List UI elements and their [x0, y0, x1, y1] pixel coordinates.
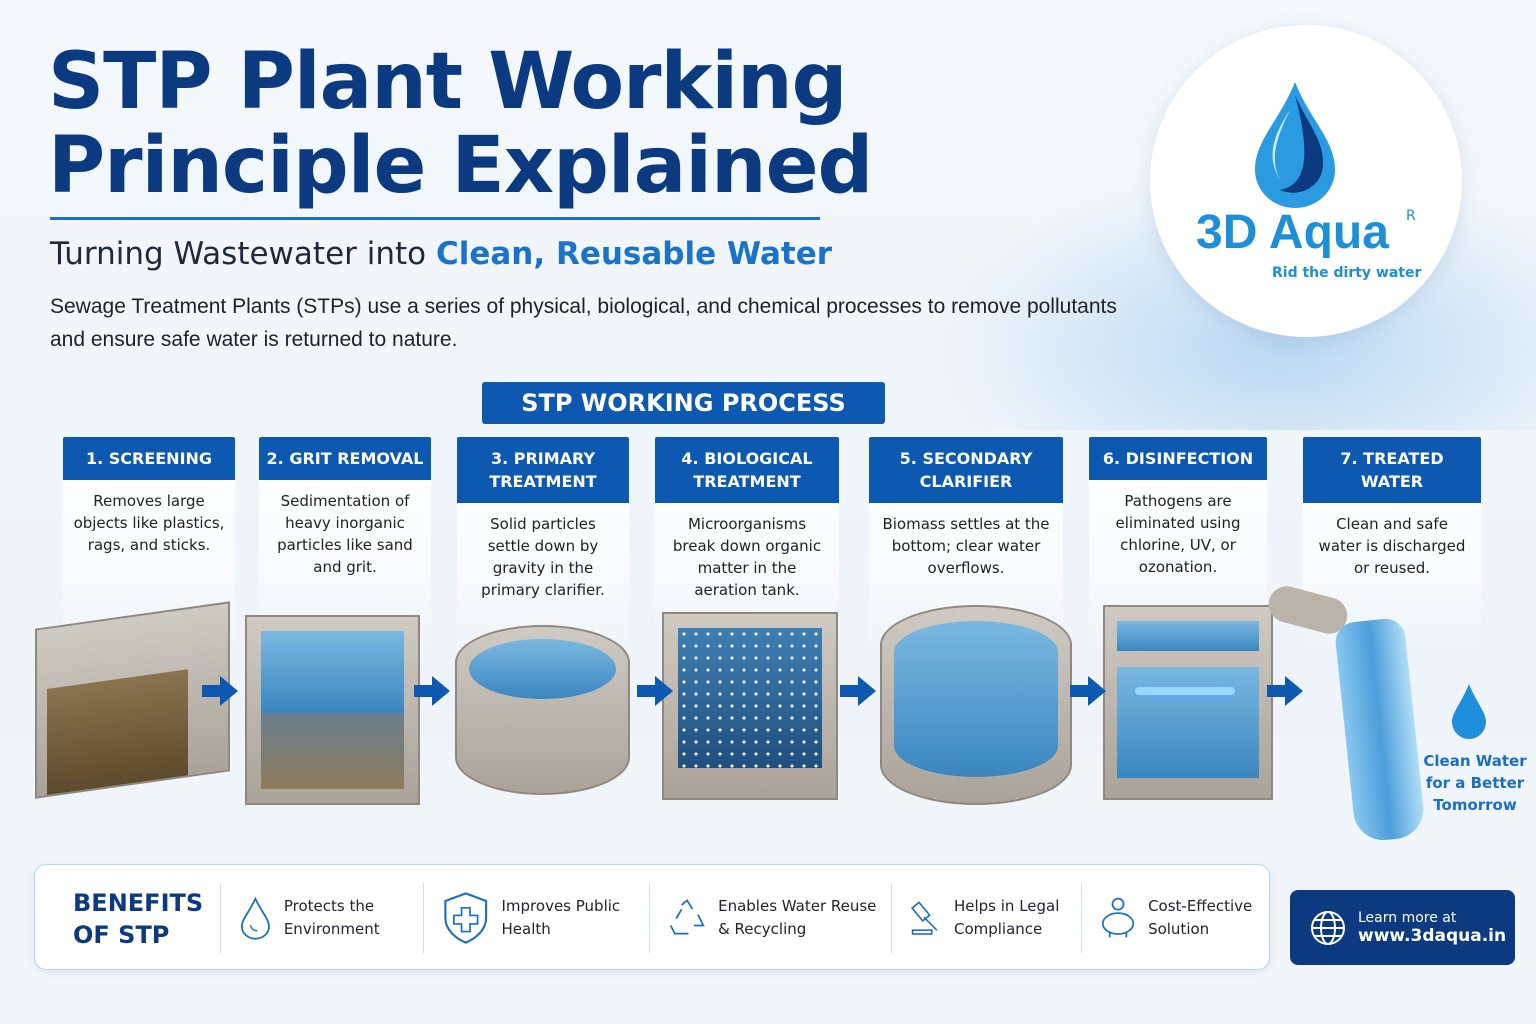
flow-arrow — [840, 676, 876, 706]
title-line-2: Principle Explained — [48, 121, 873, 211]
water-drop-icon — [240, 896, 270, 940]
benefit-label: Protects the Environment — [283, 897, 380, 938]
step-title: 6. DISINFECTION — [1089, 437, 1267, 480]
recycle-icon — [669, 899, 705, 935]
step-primary-treatment: 3. PRIMARY TREATMENT Solid particles sett… — [457, 437, 629, 657]
step-title: 7. TREATED WATER — [1303, 437, 1481, 503]
step-description: Removes large objects like plastics, rag… — [73, 492, 225, 554]
subtitle: Turning Wastewater into Clean, Reusable … — [50, 236, 832, 272]
flow-arrow — [202, 676, 238, 706]
step-description: Microorganisms break down organic matter… — [672, 515, 822, 599]
step-description: Sedimentation of heavy inorganic particl… — [277, 492, 413, 576]
flow-arrow — [1267, 676, 1303, 706]
benefit-cost: Cost-Effective Solution — [1081, 883, 1266, 953]
globe-icon — [1311, 910, 1345, 945]
step-title: 3. PRIMARY TREATMENT — [457, 437, 629, 503]
benefit-environment: Protects the Environment — [220, 883, 420, 953]
shield-cross-icon — [444, 892, 488, 944]
benefit-label: Enables Water Reuse & Recycling — [718, 897, 877, 938]
benefits-panel: BENEFITS OF STP Protects the Environment… — [34, 864, 1270, 970]
logo-drop-icon — [1255, 82, 1335, 208]
gavel-icon — [910, 901, 938, 935]
aeration-tank-illustration — [662, 612, 838, 800]
benefit-reuse: Enables Water Reuse & Recycling — [649, 883, 889, 953]
step-description: Clean and safe water is discharged or re… — [1318, 515, 1466, 577]
process-banner: STP WORKING PROCESS — [482, 382, 885, 424]
secondary-clarifier-illustration — [880, 605, 1072, 805]
intro-paragraph: Sewage Treatment Plants (STPs) use a ser… — [50, 295, 1117, 351]
disinfection-tank-illustration — [1103, 605, 1273, 800]
benefit-legal: Helps in Legal Compliance — [891, 883, 1081, 953]
benefits-title: BENEFITS OF STP — [73, 889, 204, 949]
primary-clarifier-illustration — [455, 625, 630, 795]
flow-arrow — [414, 676, 450, 706]
benefit-public-health: Improves Public Health — [423, 883, 648, 953]
step-title: 1. SCREENING — [63, 437, 235, 480]
clean-water-drop-icon — [1452, 684, 1486, 739]
uv-lamp-icon — [1135, 687, 1235, 695]
clean-water-note: Clean Water for a Better Tomorrow — [1423, 752, 1527, 814]
flow-arrow — [637, 676, 673, 706]
step-description: Biomass settles at the bottom; clear wat… — [882, 515, 1050, 577]
piggy-bank-icon — [1101, 897, 1135, 938]
page-title: STP Plant Working Principle Explained — [48, 37, 873, 211]
step-title: 2. GRIT REMOVAL — [259, 437, 431, 480]
website-link[interactable]: www.3daqua.in — [1358, 925, 1507, 946]
step-title: 5. SECONDARY CLARIFIER — [869, 437, 1063, 503]
benefit-label: Helps in Legal Compliance — [953, 897, 1060, 938]
step-description: Solid particles settle down by gravity i… — [481, 515, 605, 599]
subtitle-text: Turning Wastewater into — [50, 236, 436, 272]
logo-tagline: Rid the dirty water — [1272, 265, 1422, 281]
registered-mark: R — [1406, 208, 1416, 224]
step-title: 4. BIOLOGICAL TREATMENT — [655, 437, 839, 503]
subtitle-highlight: Clean, Reusable Water — [435, 236, 833, 272]
learn-more-label: Learn more at — [1358, 909, 1457, 926]
benefit-label: Cost-Effective Solution — [1148, 897, 1253, 938]
title-line-1: STP Plant Working — [48, 37, 848, 127]
flow-arrow — [1070, 676, 1106, 706]
benefit-label: Improves Public Health — [501, 897, 621, 938]
screening-tank-illustration — [35, 601, 230, 799]
logo-wordmark: 3D Aqua — [1196, 206, 1389, 259]
step-description: Pathogens are eliminated using chlorine,… — [1115, 492, 1241, 576]
grit-tank-illustration — [245, 615, 420, 805]
title-divider — [50, 217, 820, 220]
